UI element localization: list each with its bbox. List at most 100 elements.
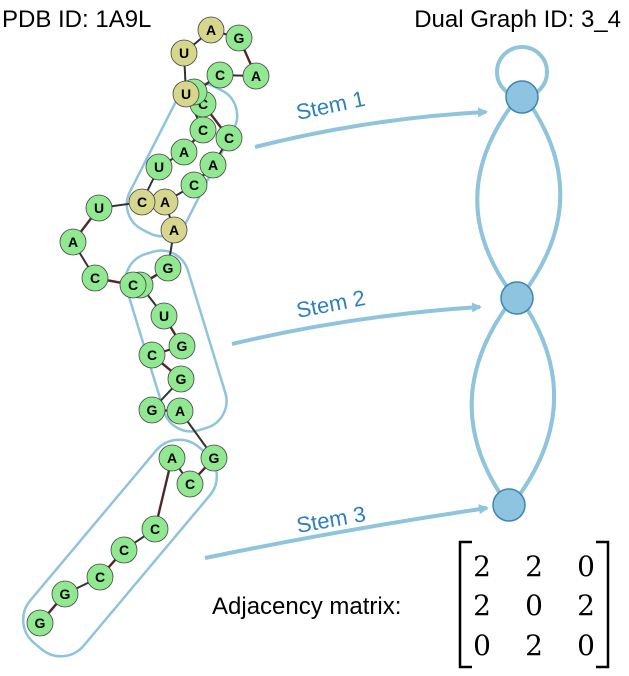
nucleotide-circle [145, 153, 173, 181]
edge-1-2-right [518, 95, 563, 300]
nucleotide: G [51, 580, 79, 608]
pdb-id-label: PDB ID: 1A9L [2, 6, 152, 33]
stem-1-mapping: Stem 1 [254, 86, 488, 149]
matrix-cell: 0 [577, 550, 595, 583]
stem-2-label: Stem 2 [294, 285, 367, 323]
nucleotide: C [119, 271, 147, 299]
graph-node-3 [492, 488, 526, 522]
nucleotide: C [215, 124, 243, 152]
dual-graph [469, 45, 563, 522]
nucleotide: C [180, 171, 208, 199]
nucleotide: A [160, 216, 188, 244]
nucleotide-circle [26, 609, 54, 637]
nucleotide: A [199, 151, 227, 179]
graph-node-1 [505, 80, 539, 114]
edge-2-3-right [510, 296, 556, 507]
nucleotide-letter: A [169, 222, 179, 238]
nucleotide-circle [172, 80, 200, 108]
nucleotide-circle [138, 396, 166, 424]
nucleotide-circle [242, 62, 270, 90]
nucleotide: G [168, 332, 196, 360]
nucleotide-circle [150, 302, 178, 330]
nucleotide-letter: C [189, 177, 199, 193]
nucleotide-letter: C [198, 96, 208, 112]
nucleotide-letter: G [147, 402, 158, 418]
nucleotide-letter: G [209, 450, 220, 466]
matrix-right-bracket [596, 540, 610, 669]
nucleotide-letter: C [147, 347, 157, 363]
nucleotide-letter: G [177, 338, 188, 354]
nucleotide: U [145, 153, 173, 181]
graph-node-2 [500, 281, 534, 315]
nucleotide-circle [200, 444, 228, 472]
nucleotide-circle [138, 341, 166, 369]
nucleotide-letter: G [35, 615, 46, 631]
matrix-cell: 2 [473, 589, 491, 622]
nucleotide-letter: C [224, 130, 234, 146]
matrix-cell: 2 [525, 550, 543, 583]
nucleotide-circle [51, 580, 79, 608]
nucleotide-circle [166, 397, 194, 425]
nucleotide-letter: A [68, 234, 78, 250]
stem-2-arrow [231, 302, 482, 346]
stem-1-arrow [254, 107, 488, 149]
nucleotide-circle [81, 264, 109, 292]
nucleotide-letter: G [234, 30, 245, 46]
nucleotide: U [170, 39, 198, 67]
matrix-left-bracket [458, 540, 472, 669]
stem-1-label: Stem 1 [294, 86, 367, 125]
nucleotide-circle [199, 151, 227, 179]
nucleotide-circle [158, 444, 186, 472]
nucleotide-letter: G [60, 586, 71, 602]
matrix-cell: 2 [525, 629, 543, 662]
nucleotide: U [172, 80, 200, 108]
nucleotide-letter: U [154, 159, 164, 175]
nucleotide-circle [168, 332, 196, 360]
nucleotide-circle [176, 470, 204, 498]
nucleotide-letter: G [163, 260, 174, 276]
nucleotide: A [151, 188, 179, 216]
nucleotide-letter: C [185, 476, 195, 492]
nucleotide-letter: C [150, 521, 160, 537]
nucleotide: G [225, 24, 253, 52]
nucleotide-letter: C [119, 542, 129, 558]
nucleotide: A [197, 16, 225, 44]
nucleotide-letter: U [181, 86, 191, 102]
nucleotide-letter: C [137, 194, 147, 210]
nucleotide-circle [180, 171, 208, 199]
adjacency-matrix-label: Adjacency matrix: [212, 593, 401, 620]
nucleotide: G [154, 254, 182, 282]
matrix-cell: 0 [473, 629, 491, 662]
nucleotide: C [81, 264, 109, 292]
nucleotide-circle [110, 536, 138, 564]
matrix-cell: 0 [577, 629, 595, 662]
nucleotide: A [242, 62, 270, 90]
nucleotide: G [167, 365, 195, 393]
matrix-cell: 0 [525, 589, 543, 622]
nucleotide: G [200, 444, 228, 472]
nucleotide: C [128, 188, 156, 216]
nucleotide-letter: A [179, 144, 189, 160]
nucleotide-circle [85, 194, 113, 222]
nucleotide-circle [154, 254, 182, 282]
nucleotide: C [110, 536, 138, 564]
nucleotide-letter: A [160, 194, 170, 210]
nucleotide-letter: A [206, 22, 216, 38]
nucleotide-circle [141, 515, 169, 543]
dual-graph-id-label: Dual Graph ID: 3_4 [414, 6, 621, 33]
nucleotide-circle [170, 39, 198, 67]
nucleotide-circle [160, 216, 188, 244]
nucleotide-letter: G [176, 371, 187, 387]
nucleotide: A [170, 138, 198, 166]
edge-2-3-left [469, 296, 515, 507]
nucleotide: G [138, 396, 166, 424]
nucleotide-circle [170, 138, 198, 166]
nucleotide-letter: U [159, 308, 169, 324]
nucleotide: C [86, 563, 114, 591]
nucleotide-letter: U [94, 200, 104, 216]
nucleotide: U [85, 194, 113, 222]
stem-3-mapping: Stem 3 [204, 501, 489, 560]
nucleotide: A [59, 228, 87, 256]
